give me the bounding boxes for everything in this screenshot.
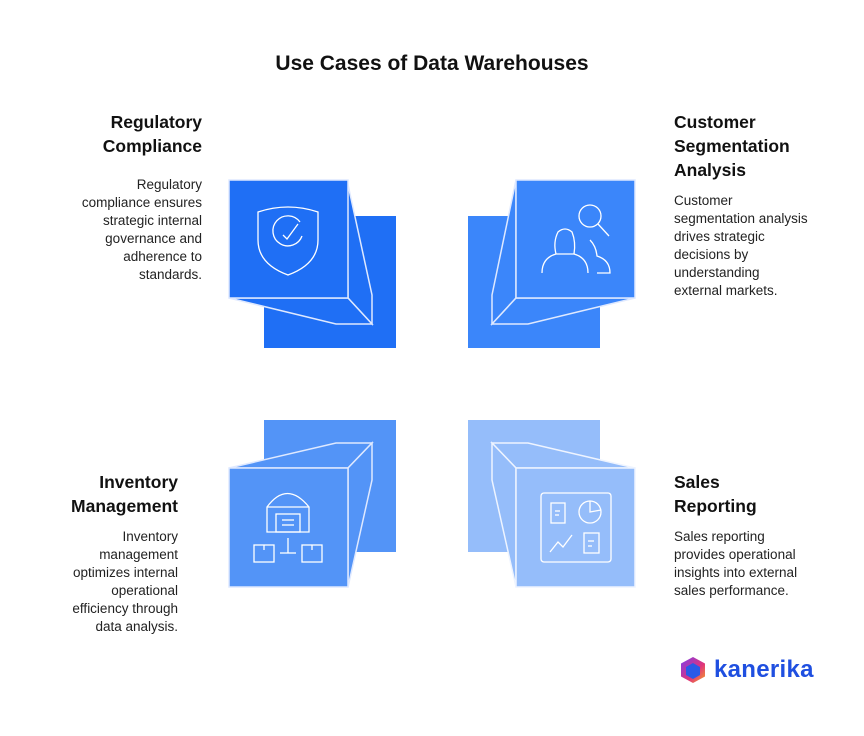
use-case-title: Inventory Management [71,472,178,516]
diagram-title: Use Cases of Data Warehouses [275,52,589,75]
dashboard-report-icon [540,492,612,563]
shield-check-icon [257,206,319,276]
use-case-inventory-management: Inventory Management Inventory managemen… [38,470,178,636]
use-case-description: Regulatory compliance ensures strategic … [81,177,202,282]
kanerika-cube-logo-icon [681,657,705,683]
cube-customer-segmentation-analysis [468,179,636,348]
cube-sales-reporting [468,420,636,588]
use-case-description: Customer segmentation analysis drives st… [674,193,808,298]
use-case-description: Inventory management optimizes internal … [72,529,178,634]
cube-inventory-management [228,420,396,588]
use-case-regulatory-compliance: Regulatory Compliance Regulatory complia… [62,110,202,284]
use-case-title: Sales Reporting [674,472,757,516]
use-case-title: Regulatory Compliance [102,112,202,156]
logo-text: kanerika [714,656,814,683]
kanerika-logo: kanerika [680,656,814,684]
use-case-sales-reporting: Sales Reporting Sales reporting provides… [674,470,814,600]
cube-regulatory-compliance [228,179,396,348]
use-case-customer-segmentation-analysis: Customer Segmentation Analysis Customer … [674,110,814,300]
warehouse-boxes-icon [253,492,323,563]
use-case-title: Customer Segmentation Analysis [674,112,790,180]
use-case-description: Sales reporting provides operational ins… [674,529,798,598]
users-search-icon [541,204,611,274]
